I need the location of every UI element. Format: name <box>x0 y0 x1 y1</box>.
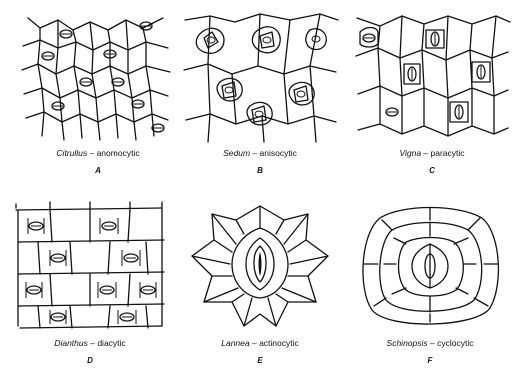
panel-b-anisocytic: Sedum – anisocytic B <box>180 8 340 188</box>
caption-a: Citrullus – anomocytic <box>18 148 178 158</box>
label-e: E <box>180 356 340 365</box>
caption-f: Schinopsis – cyclocytic <box>350 338 510 348</box>
paracytic-stomata-drawing <box>352 8 512 148</box>
panel-d-diacytic: Dianthus – diacytic D <box>10 198 170 378</box>
stoma-group <box>196 27 326 125</box>
label-c: C <box>352 166 512 175</box>
actinocytic-stomata-drawing <box>180 198 340 338</box>
panel-a-anomocytic: Citrullus – anomocytic A <box>18 8 178 188</box>
caption-e: Lannea – actinocytic <box>180 338 340 348</box>
caption-b: Sedum – anisocytic <box>180 148 340 158</box>
panel-c-paracytic: Vigna – paracytic C <box>352 8 512 188</box>
label-a: A <box>18 166 178 175</box>
caption-d: Dianthus – diacytic <box>10 338 170 348</box>
label-f: F <box>350 356 510 365</box>
anomocytic-stomata-drawing <box>18 8 178 148</box>
label-b: B <box>180 166 340 175</box>
stoma-group <box>246 238 274 290</box>
caption-c: Vigna – paracytic <box>352 148 512 158</box>
stoma-group <box>26 218 156 324</box>
stoma-group <box>412 244 448 288</box>
label-d: D <box>10 356 170 365</box>
panel-e-actinocytic: Lannea – actinocytic E <box>180 198 340 378</box>
anisocytic-stomata-drawing <box>180 8 340 148</box>
cyclocytic-stomata-drawing <box>350 198 510 338</box>
panel-f-cyclocytic: Schinopsis – cyclocytic F <box>350 198 510 378</box>
diacytic-stomata-drawing <box>10 198 170 338</box>
